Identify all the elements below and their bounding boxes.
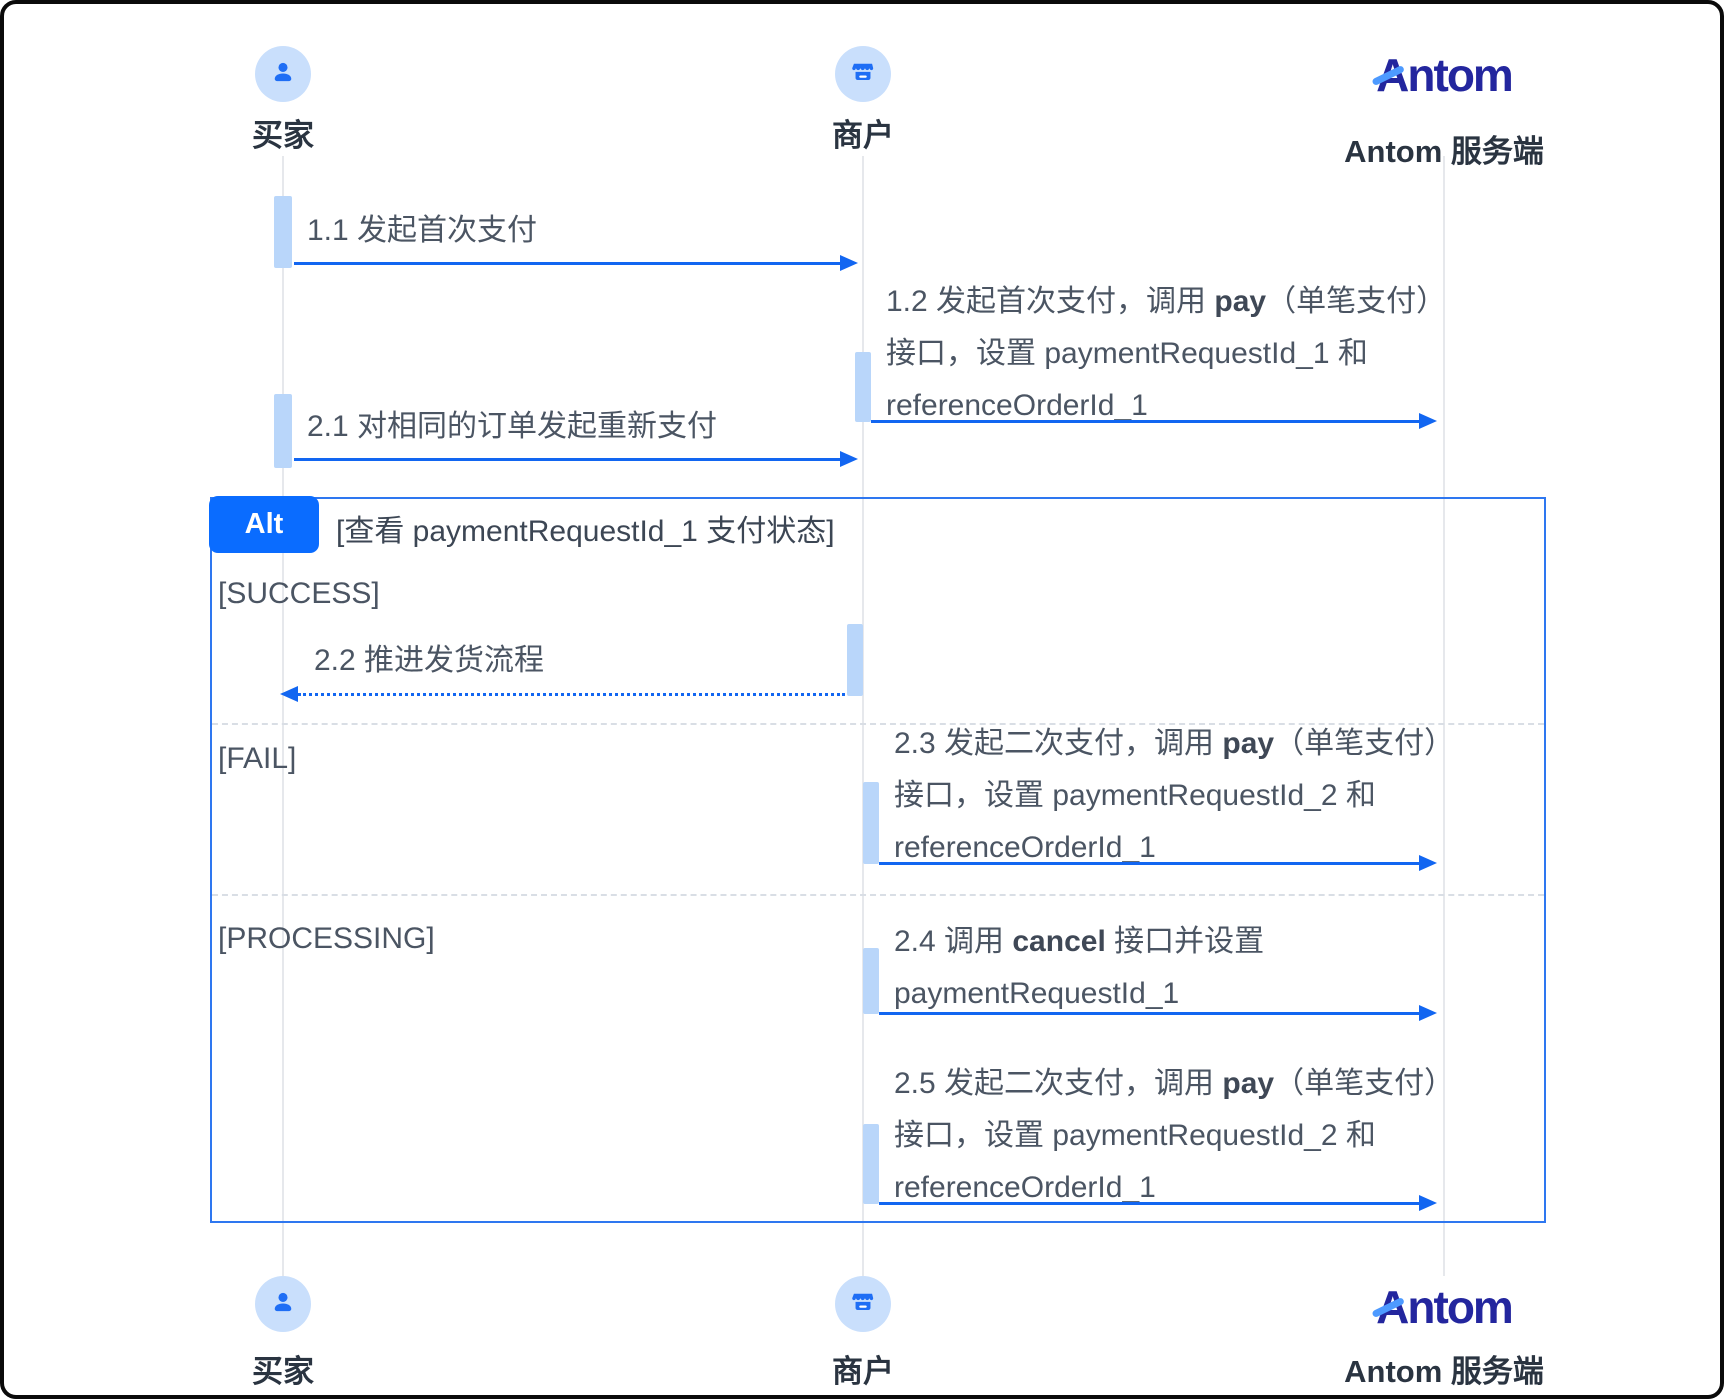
antom-wordmark: Antom <box>1376 49 1514 101</box>
buyer-label-top: 买家 <box>252 118 314 153</box>
message-1-2-line2: 接口，设置 paymentRequestId_1 和 <box>886 337 1368 370</box>
branch-divider-2 <box>212 894 1544 896</box>
activation-merchant-2-5 <box>863 1124 879 1204</box>
message-2-5-line1: 2.5 发起二次支付，调用 pay（单笔支付） <box>894 1067 1455 1100</box>
antom-label-bottom: Antom 服务端 <box>1344 1354 1544 1389</box>
activation-merchant-2-4 <box>863 948 879 1014</box>
merchant-lifeline <box>862 156 864 1276</box>
arrow-2-5 <box>879 1195 1437 1211</box>
buyer-label-bottom: 买家 <box>252 1354 314 1389</box>
activation-buyer-1 <box>274 196 292 268</box>
message-1-2-line3: referenceOrderId_1 <box>886 389 1148 422</box>
user-icon <box>267 56 299 93</box>
alt-condition: [查看 paymentRequestId_1 支付状态] <box>336 515 835 548</box>
arrow-2-3 <box>879 855 1437 871</box>
buyer-avatar-bottom <box>255 1276 311 1332</box>
arrowhead-right-icon <box>840 451 858 467</box>
alt-operator-badge: Alt <box>209 496 319 553</box>
arrow-1-1 <box>294 255 858 271</box>
arrow-2-1 <box>294 451 858 467</box>
store-icon <box>847 56 879 93</box>
arrowhead-left-icon <box>280 686 298 702</box>
buyer-lifeline <box>282 156 284 1276</box>
merchant-avatar-bottom <box>835 1276 891 1332</box>
message-2-1: 2.1 对相同的订单发起重新支付 <box>307 410 718 443</box>
buyer-avatar <box>255 46 311 102</box>
activation-buyer-2 <box>274 394 292 468</box>
alt-frame <box>210 497 1546 1223</box>
branch-label-success: [SUCCESS] <box>218 577 380 610</box>
branch-label-fail: [FAIL] <box>218 742 297 775</box>
alt-operator-label: Alt <box>244 508 284 540</box>
message-2-4-line1: 2.4 调用 cancel 接口并设置 <box>894 925 1265 958</box>
arrow-1-2 <box>871 413 1437 429</box>
store-icon <box>847 1286 879 1323</box>
message-1-1: 1.1 发起首次支付 <box>307 214 538 247</box>
antom-label-top: Antom 服务端 <box>1344 134 1544 169</box>
branch-label-processing: [PROCESSING] <box>218 922 435 955</box>
arrowhead-right-icon <box>1419 855 1437 871</box>
branch-divider-1 <box>212 723 1544 725</box>
message-2-5: 2.5 发起二次支付，调用 pay（单笔支付） 接口，设置 paymentReq… <box>894 1058 1454 1214</box>
message-2-4: 2.4 调用 cancel 接口并设置 paymentRequestId_1 <box>894 916 1264 1020</box>
activation-merchant-2-3 <box>863 782 879 864</box>
merchant-avatar <box>835 46 891 102</box>
message-2-5-line2: 接口，设置 paymentRequestId_2 和 <box>894 1119 1376 1152</box>
message-2-3-line1: 2.3 发起二次支付，调用 pay（单笔支付） <box>894 727 1455 760</box>
message-1-2: 1.2 发起首次支付，调用 pay（单笔支付） 接口，设置 paymentReq… <box>886 276 1446 432</box>
activation-merchant-2-2 <box>847 624 863 696</box>
message-2-3-line3: referenceOrderId_1 <box>894 831 1156 864</box>
message-2-2: 2.2 推进发货流程 <box>314 644 545 677</box>
activation-merchant-1-2 <box>855 352 871 422</box>
arrowhead-right-icon <box>1419 1005 1437 1021</box>
merchant-label-top: 商户 <box>832 118 894 153</box>
arrow-2-4 <box>879 1005 1437 1021</box>
antom-wordmark: Antom <box>1376 1281 1514 1333</box>
antom-lifeline <box>1443 156 1445 1276</box>
arrowhead-right-icon <box>1419 1195 1437 1211</box>
message-1-2-line1: 1.2 发起首次支付，调用 pay（单笔支付） <box>886 285 1447 318</box>
merchant-label-bottom: 商户 <box>832 1354 894 1389</box>
arrow-2-2 <box>280 686 845 702</box>
arrowhead-right-icon <box>1419 413 1437 429</box>
arrowhead-right-icon <box>840 255 858 271</box>
message-2-4-line2: paymentRequestId_1 <box>894 977 1180 1010</box>
message-2-3-line2: 接口，设置 paymentRequestId_2 和 <box>894 779 1376 812</box>
message-2-3: 2.3 发起二次支付，调用 pay（单笔支付） 接口，设置 paymentReq… <box>894 718 1454 874</box>
message-2-5-line3: referenceOrderId_1 <box>894 1171 1156 1204</box>
antom-logo-top: Antom <box>1371 48 1514 102</box>
user-icon <box>267 1286 299 1323</box>
antom-logo-bottom: Antom <box>1371 1280 1514 1334</box>
